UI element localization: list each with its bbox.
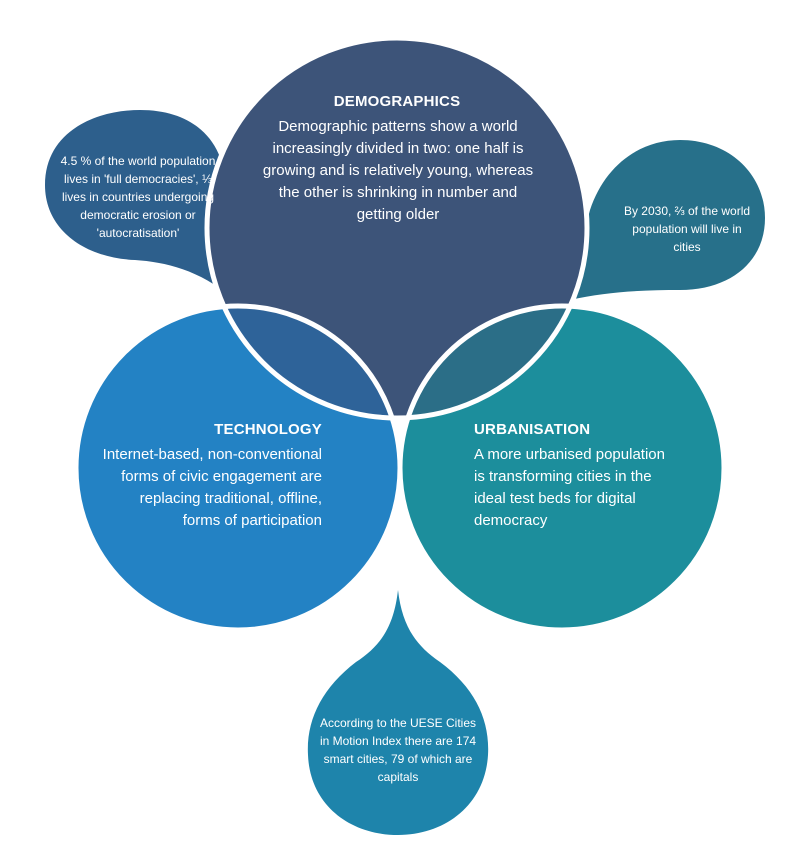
- circle-outlines: [73, 35, 727, 633]
- demographics-ring: [204, 35, 590, 421]
- technology-text: Internet-based, non-conventional forms o…: [102, 446, 322, 529]
- callout-bubble-left: [45, 110, 232, 298]
- demographics-title: DEMOGRAPHICS: [333, 93, 461, 110]
- callout-bottom-text: According to the UESE Cities in Motion I…: [319, 716, 477, 784]
- callout-bubble-bottom-shape: [307, 590, 489, 835]
- callout-bubble-right: [570, 140, 765, 300]
- demographics-text: Demographic patterns show a world increa…: [262, 118, 534, 223]
- callout-bubble-bottom: [307, 590, 489, 835]
- urbanisation-text: A more urbanised population is transform…: [474, 446, 665, 529]
- urbanisation-ring: [397, 303, 727, 633]
- urbanisation-title: URBANISATION: [474, 421, 591, 438]
- callout-bubble-right-shape: [570, 140, 765, 300]
- technology-title: TECHNOLOGY: [214, 421, 322, 438]
- callout-right-text: By 2030, ⅔ of the world population will …: [623, 204, 751, 254]
- callout-left-text: 4.5 % of the world population lives in '…: [60, 154, 216, 240]
- callout-bubble-left-shape: [45, 110, 232, 298]
